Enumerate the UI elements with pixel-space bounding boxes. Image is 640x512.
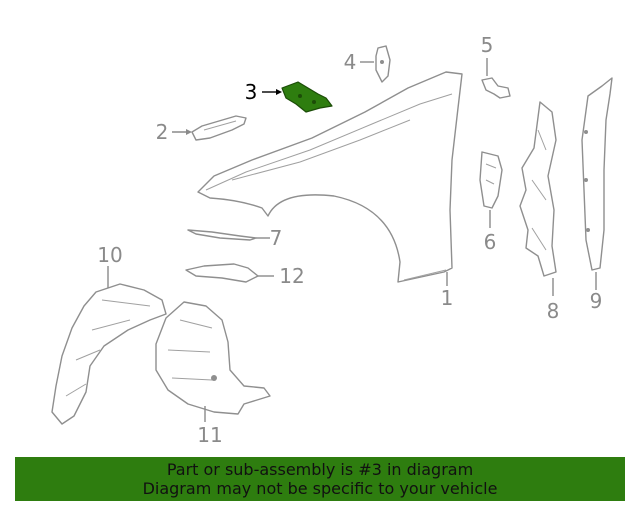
callout-6[interactable]: 6 <box>484 230 497 254</box>
part-5-clip[interactable] <box>481 77 511 99</box>
part-3-bracket-highlighted[interactable] <box>281 81 333 113</box>
callout-9[interactable]: 9 <box>590 289 603 313</box>
part-4-bracket[interactable] <box>375 45 391 83</box>
notice-line-2: Diagram may not be specific to your vehi… <box>142 479 498 498</box>
part-1-fender[interactable] <box>197 71 463 283</box>
part-9-seal[interactable] <box>581 77 613 271</box>
part-6-bracket[interactable] <box>479 151 503 209</box>
parts-diagram: 1 2 3 4 5 6 7 8 <box>51 33 613 447</box>
part-12-shield[interactable] <box>185 263 259 283</box>
callout-4[interactable]: 4 <box>344 50 357 74</box>
callout-11[interactable]: 11 <box>197 423 222 447</box>
arrow-3 <box>276 89 282 95</box>
part-2-bracket[interactable] <box>191 115 247 141</box>
callout-12[interactable]: 12 <box>279 264 304 288</box>
part-7-seal[interactable] <box>187 229 257 241</box>
diagram-notice-banner: Part or sub-assembly is #3 in diagram Di… <box>15 457 625 501</box>
callout-3[interactable]: 3 <box>245 80 258 104</box>
part-11-wheelhouse-liner[interactable] <box>155 301 271 415</box>
callout-2[interactable]: 2 <box>156 120 169 144</box>
notice-line-1: Part or sub-assembly is #3 in diagram <box>166 460 474 479</box>
callout-8[interactable]: 8 <box>547 299 560 323</box>
callout-10[interactable]: 10 <box>97 243 122 267</box>
callout-1[interactable]: 1 <box>441 286 454 310</box>
callout-5[interactable]: 5 <box>481 33 494 57</box>
arrow-2 <box>186 129 192 135</box>
part-10-wheelhouse-liner[interactable] <box>51 283 167 425</box>
part-8-insulator[interactable] <box>519 101 557 277</box>
callout-7[interactable]: 7 <box>270 226 283 250</box>
